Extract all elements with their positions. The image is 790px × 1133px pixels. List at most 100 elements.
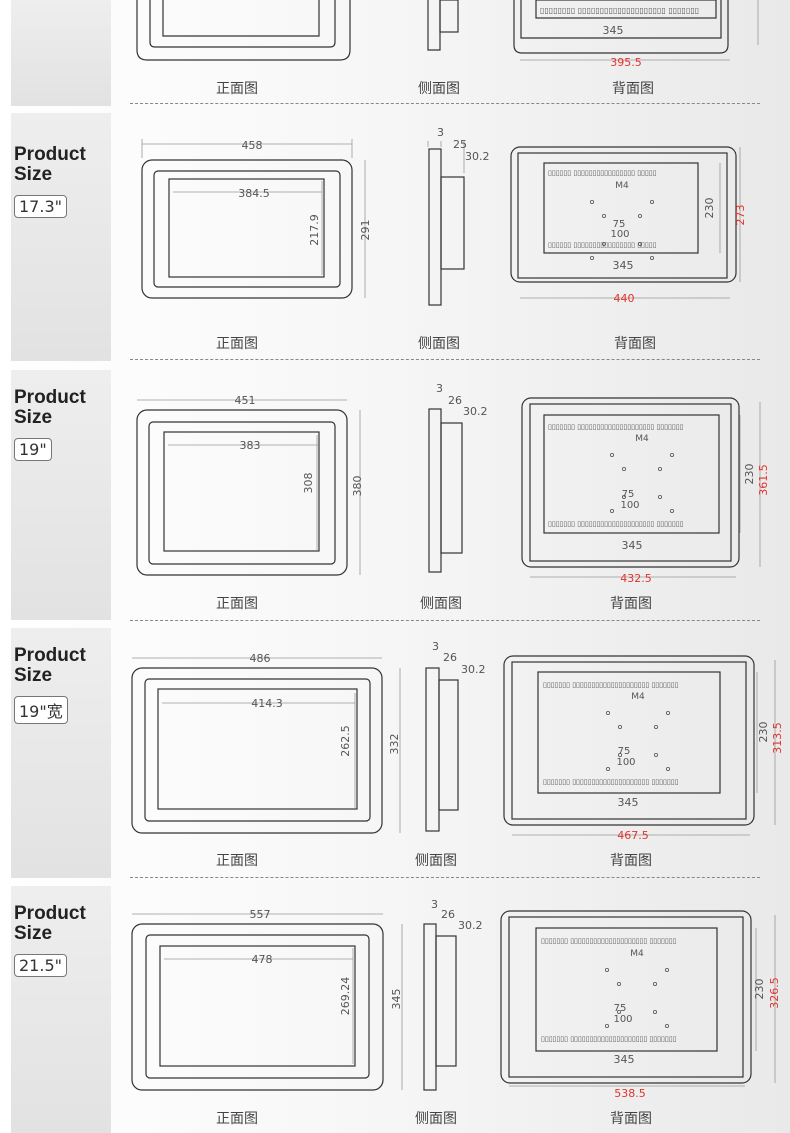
caption-side: 侧面图	[418, 336, 460, 352]
back-inner-edge	[511, 661, 747, 820]
back-panel-width: 345	[613, 259, 634, 272]
vent-top: ▯▯▯▯▯▯▯ ▯▯▯▯▯▯▯▯▯▯▯▯▯▯▯▯▯▯▯▯ ▯▯▯▯▯▯▯	[541, 937, 676, 945]
vent-bottom: ▯▯▯▯▯▯▯ ▯▯▯▯▯▯▯▯▯▯▯▯▯▯▯▯▯▯▯▯ ▯▯▯▯▯▯▯	[543, 778, 678, 786]
vesa-hole	[650, 255, 655, 260]
caption-back: 背面图	[610, 596, 652, 612]
back-vesa-large: 100	[613, 1014, 632, 1025]
partial-back-width: 345	[603, 24, 624, 37]
back-panel	[537, 671, 721, 794]
vesa-hole	[605, 968, 610, 973]
front-outer-edge	[141, 159, 353, 299]
back-outer-height: 326.5	[768, 977, 781, 1009]
side-body	[428, 148, 442, 306]
section-partial: ▯▯▯▯▯▯▯▯ ▯▯▯▯▯▯▯▯▯▯▯▯▯▯▯▯▯▯▯▯ ▯▯▯▯▯▯▯ 34…	[0, 0, 790, 106]
vesa-hole	[653, 1010, 658, 1015]
front-inner-height: 308	[302, 473, 315, 494]
vesa-hole	[622, 467, 627, 472]
left-panel	[11, 370, 111, 620]
vent-top: ▯▯▯▯▯▯▯ ▯▯▯▯▯▯▯▯▯▯▯▯▯▯▯▯▯▯▯▯ ▯▯▯▯▯▯▯	[543, 681, 678, 689]
back-outer-height: 313.5	[771, 722, 784, 754]
side-dim-b: 26	[448, 394, 462, 407]
front-outer-width: 451	[235, 394, 256, 407]
vesa-hole	[610, 508, 615, 513]
vesa-hole	[670, 453, 675, 458]
back-panel	[543, 162, 699, 254]
vesa-hole	[665, 968, 670, 973]
back-outer-width: 440	[614, 292, 635, 305]
side-dim-c: 30.2	[461, 663, 486, 676]
size-badge: 17.3"	[14, 195, 67, 218]
front-inner-edge	[153, 170, 341, 288]
front-outer-height: 291	[359, 220, 372, 241]
back-outer-edge	[513, 0, 729, 54]
back-outer-height: 273	[734, 205, 747, 226]
side-dim-a: 3	[436, 382, 443, 395]
front-outer-width: 458	[242, 139, 263, 152]
drawings: 451 383 308 380 3 26 30.2 ▯▯▯▯▯▯▯ ▯▯▯▯▯▯…	[136, 382, 770, 585]
back-outer-edge	[503, 655, 755, 826]
section-divider	[130, 877, 760, 878]
side-dim-c: 30.2	[465, 150, 490, 163]
back-panel	[535, 0, 717, 19]
back-outer-width: 538.5	[614, 1087, 646, 1100]
section-divider	[130, 103, 760, 104]
back-vesa-large: 100	[616, 757, 635, 768]
vesa-hole	[618, 725, 623, 730]
vesa-hole	[606, 766, 611, 771]
side-dim-b: 25	[453, 138, 467, 151]
side-bracket	[438, 679, 459, 811]
front-inner-width: 478	[252, 953, 273, 966]
back-mount: M4	[615, 181, 629, 191]
front-inner-width: 383	[240, 439, 261, 452]
front-screen-edge	[163, 431, 320, 552]
caption-side: 侧面图	[415, 1111, 457, 1127]
back-mount: M4	[630, 949, 644, 959]
vesa-hole	[622, 495, 627, 500]
section-divider	[130, 620, 760, 621]
back-outer-edge	[521, 397, 740, 568]
side-dim-a: 3	[431, 898, 438, 911]
back-vesa-large: 100	[610, 229, 629, 240]
vent-bottom: ▯▯▯▯▯▯▯ ▯▯▯▯▯▯▯▯▯▯▯▯▯▯▯▯▯▯▯▯ ▯▯▯▯▯▯▯	[541, 1035, 676, 1043]
vesa-hole	[606, 711, 611, 716]
back-inner-edge	[517, 152, 728, 279]
partial-vent-strip: ▯▯▯▯▯▯▯▯ ▯▯▯▯▯▯▯▯▯▯▯▯▯▯▯▯▯▯▯▯ ▯▯▯▯▯▯▯	[540, 6, 699, 15]
back-panel-height: 230	[703, 198, 716, 219]
vesa-hole	[638, 214, 643, 219]
front-inner-width: 414.3	[251, 697, 283, 710]
vent-top: ▯▯▯▯▯▯ ▯▯▯▯▯▯▯▯▯▯▯▯▯▯▯▯ ▯▯▯▯▯	[548, 169, 656, 177]
caption-front: 正面图	[216, 336, 258, 352]
vesa-hole	[658, 467, 663, 472]
back-outer-edge	[500, 910, 752, 1084]
front-outer-width: 486	[250, 652, 271, 665]
front-outer-height: 380	[351, 476, 364, 497]
caption-back: 背面图	[614, 336, 656, 352]
back-mount: M4	[635, 434, 649, 444]
vesa-hole	[670, 508, 675, 513]
vesa-hole	[666, 766, 671, 771]
side-dim-b: 26	[443, 651, 457, 664]
front-outer-edge	[136, 0, 351, 61]
vent-top: ▯▯▯▯▯▯▯ ▯▯▯▯▯▯▯▯▯▯▯▯▯▯▯▯▯▯▯▯ ▯▯▯▯▯▯▯	[548, 423, 683, 431]
size-badge: 19"宽	[14, 696, 68, 724]
back-vesa-small: 75	[618, 746, 631, 757]
front-inner-edge	[145, 934, 370, 1079]
drawings: 486 414.3 262.5 332 3 26 30.2 ▯▯▯▯▯▯▯ ▯▯…	[131, 640, 784, 842]
vesa-hole	[590, 255, 595, 260]
side-dim-c: 30.2	[458, 919, 483, 932]
vesa-hole	[617, 982, 622, 987]
back-outer-width: 467.5	[617, 829, 649, 842]
front-outer-height: 332	[388, 734, 401, 755]
size-badge: 21.5"	[14, 954, 67, 977]
side-body	[428, 408, 442, 573]
back-outer-width: 432.5	[620, 572, 652, 585]
back-panel-height: 230	[743, 464, 756, 485]
back-vesa-small: 75	[622, 489, 635, 500]
back-panel-width: 345	[622, 539, 643, 552]
side-body	[427, 0, 441, 51]
